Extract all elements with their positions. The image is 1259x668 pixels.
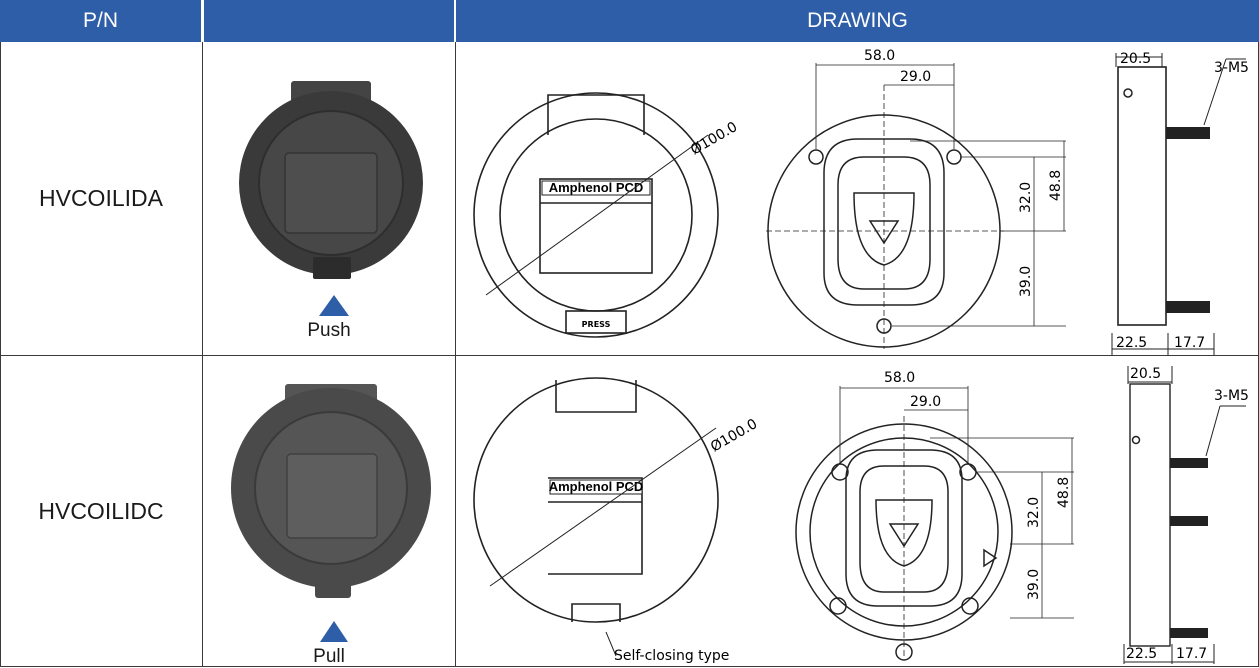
row2-brand: Amphenol PCD [549,479,644,494]
row1-side-body [1117,66,1167,326]
grid-col2 [455,42,456,667]
row1-dim-48: 48.8 [1048,170,1064,201]
row2-action: Pull [313,646,345,667]
row2-dim-39: 39.0 [1026,569,1042,600]
row2-dim-22: 22.5 [1126,646,1157,662]
row1-brand: Amphenol PCD [549,180,644,195]
row2-dim-20: 20.5 [1130,366,1161,382]
row1-pn: HVCOILIDA [39,185,163,211]
row1-press-tab: PRESS [582,320,611,329]
row2-stud-mid [1170,516,1208,526]
row1-dim-39: 39.0 [1018,266,1034,297]
row1-stud-top [1166,127,1210,139]
row2-pn: HVCOILIDC [38,497,164,524]
row2-dim-17: 17.7 [1176,646,1207,662]
row2-back-view: 58.0 29.0 32.0 48.8 39.0 [795,370,1074,661]
grid-col1 [202,42,203,667]
row2-side-view: 20.5 3-M5 22.5 17.7 [1123,366,1249,664]
row1-photo [239,81,423,316]
row1-front-view: Amphenol PCD PRESS Ø100.0 [473,92,740,338]
row2-front-view: Amphenol PCD Ø100.0 Self-closing type [473,377,756,664]
row2-dim-screws: 3-M5 [1214,388,1249,404]
row1-side-view: 20.5 3-M5 22.5 17.7 [1111,51,1249,355]
header-drawing: DRAWING [456,0,1259,42]
header-pn: P/N [0,0,201,42]
row1-dim-29: 29.0 [900,69,931,85]
row2-arrow-icon [320,621,348,642]
row2-dim-58: 58.0 [884,370,915,386]
row1-dim-screws: 3-M5 [1214,60,1249,76]
row2-dim-diameter: Ø100.0 [708,416,756,455]
row1-arrow-icon [319,295,349,316]
row1-dim-20: 20.5 [1120,51,1151,67]
row2-pull-tab [315,578,351,598]
header-spacer [204,0,454,42]
row2-stud-bottom [1170,628,1208,638]
row1-dim-32: 32.0 [1018,182,1034,213]
row2-stud-top [1170,458,1208,468]
row1-dim-17: 17.7 [1174,335,1205,351]
row2-photo [231,384,431,642]
row2-label-area [286,453,378,539]
row2-side-body [1129,383,1171,647]
row1-action: Push [307,320,351,341]
grid-left [0,42,1,667]
row1-back-view: 58.0 29.0 32.0 48.8 39.0 [766,48,1066,349]
row1-stud-bottom [1166,301,1210,313]
row1-dim-58: 58.0 [864,48,895,64]
row1-dim-22: 22.5 [1116,335,1147,351]
row1-push-tab [313,257,351,279]
row2-dim-32: 32.0 [1026,497,1042,528]
row1-dim-diameter: Ø100.0 [688,119,740,158]
row2-note: Self-closing type [614,648,729,664]
row2-dim-29: 29.0 [910,394,941,410]
grid-row-divider [0,355,1259,356]
row1-label-area [284,152,378,234]
row2-dim-48: 48.8 [1056,477,1072,508]
